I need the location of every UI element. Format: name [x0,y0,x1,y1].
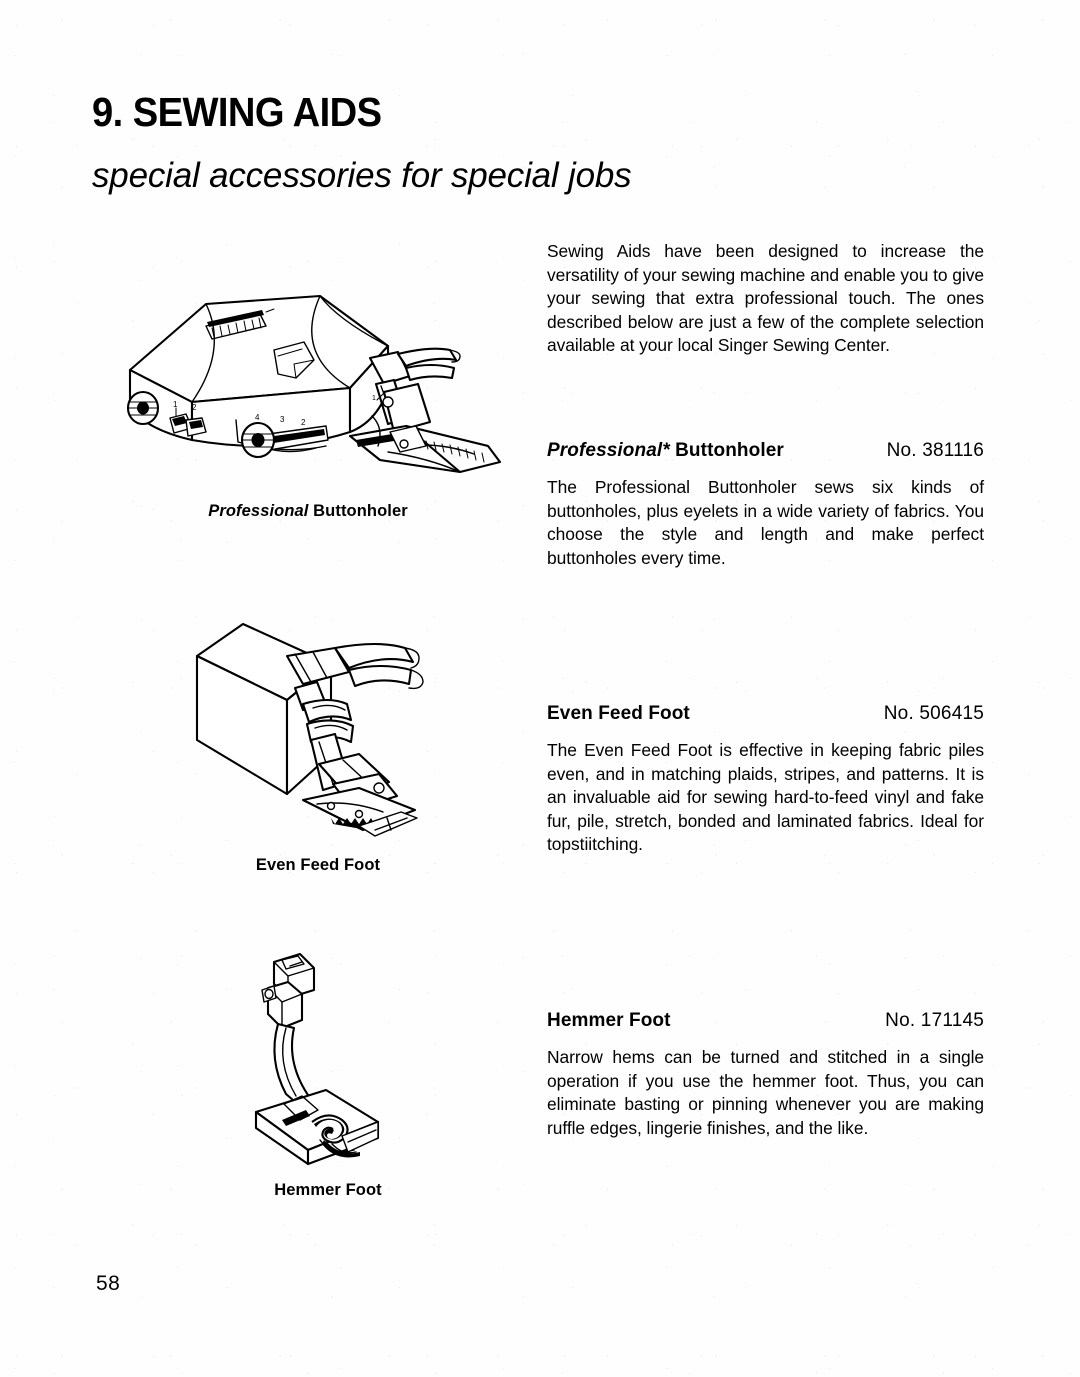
dial-label-4: 4 [255,413,260,422]
section-heading: Professional* Buttonholer No. 381116 [547,440,984,462]
dial-label-2b: 2 [301,418,306,427]
figure-even-feed-foot: Even Feed Foot [183,604,453,875]
section-heading: Hemmer Foot No. 171145 [547,1010,984,1032]
dial-label-3: 3 [280,415,285,424]
part-number: No. 171145 [885,1010,984,1031]
figure-professional-buttonholer: 1 2 4 3 2 [88,250,528,521]
even-feed-foot-drawing [195,622,424,837]
figure-caption-hemmer: Hemmer Foot [228,1181,428,1200]
heading-italic-part: Professional* [547,440,670,461]
dial-label-1: 1 [173,400,178,409]
heading-rest-part: Even Feed Foot [547,703,690,724]
dial-label-small: 1 [372,395,376,402]
figure-caption-buttonholer: Professional Buttonholer [88,502,528,521]
section-body: The Professional Buttonholer sews six ki… [547,477,984,568]
section-heading-name: Professional* Buttonholer [547,440,784,462]
heading-rest-part: Buttonholer [669,440,784,461]
part-number: No. 506415 [883,703,984,724]
page-number: 58 [96,1272,121,1295]
hemmer-foot-drawing [254,952,380,1166]
section-heading-name: Hemmer Foot [547,1010,671,1032]
figure-hemmer-foot: Hemmer Foot [228,944,428,1200]
professional-buttonholer-drawing: 1 2 4 3 2 [126,294,502,474]
section-body: Narrow hems can be turned and stitched i… [547,1047,984,1138]
intro-paragraph: Sewing Aids have been designed to increa… [547,241,984,356]
caption-rest-part: Buttonholer [308,502,408,520]
dial-label-2: 2 [192,403,197,412]
section-even-feed-foot: Even Feed Foot No. 506415 The Even Feed … [547,703,984,857]
section-heading: Even Feed Foot No. 506415 [547,703,984,725]
section-hemmer-foot: Hemmer Foot No. 171145 Narrow hems can b… [547,1010,984,1140]
heading-rest-part: Hemmer Foot [547,1010,671,1031]
section-heading-name: Even Feed Foot [547,703,690,725]
intro-block: Sewing Aids have been designed to increa… [547,240,984,358]
page-subtitle: special accessories for special jobs [92,156,632,195]
caption-italic-part: Professional [208,502,309,520]
caption-rest-part: Hemmer Foot [274,1181,382,1199]
page-title: 9. SEWING AIDS [92,89,382,135]
part-number: No. 381116 [886,440,984,461]
section-body: The Even Feed Foot is effective in keepi… [547,740,984,855]
caption-rest-part: Even Feed Foot [255,856,381,874]
section-professional-buttonholer: Professional* Buttonholer No. 381116 The… [547,440,984,570]
figure-caption-even-feed: Even Feed Foot [183,856,453,875]
